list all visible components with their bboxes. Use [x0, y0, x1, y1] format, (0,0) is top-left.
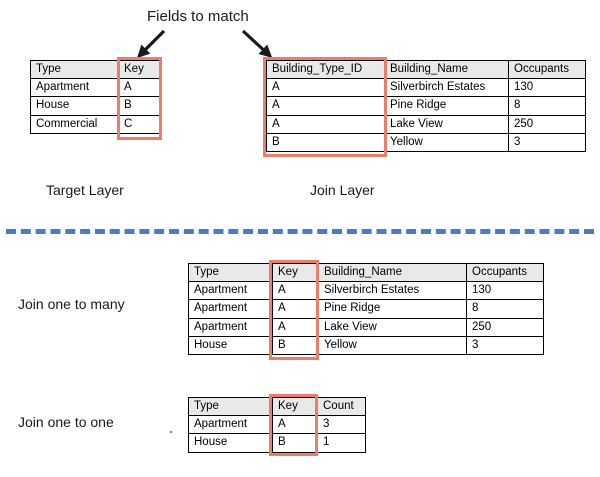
- cell-type: Apartment: [188, 281, 273, 301]
- cell-type: Apartment: [188, 415, 273, 435]
- table-header-row: Type Key Building_Name Occupants: [188, 262, 544, 283]
- column-header-occupants: Occupants: [466, 262, 544, 283]
- cell-key: B: [272, 433, 318, 453]
- join-one-to-one-table: Type Key Count Apartment A 3 House B 1: [188, 396, 366, 453]
- cell-key: A: [272, 415, 318, 435]
- table-header-row: Type Key Count: [188, 396, 366, 417]
- table-row: Apartment A Silverbirch Estates 130: [188, 281, 544, 301]
- table-row: Apartment A Lake View 250: [188, 317, 544, 337]
- cell-building-name: Lake View: [384, 114, 509, 134]
- join-layer-table: Building_Type_ID Building_Name Occupants…: [266, 59, 586, 153]
- cell-occupants: 3: [466, 335, 544, 356]
- table-row: House B Yellow 3: [188, 335, 544, 356]
- section-divider: [6, 229, 594, 234]
- join-one-to-many-table: Type Key Building_Name Occupants Apartme…: [188, 262, 544, 356]
- cell-building-name: Silverbirch Estates: [318, 281, 467, 301]
- join-layer-caption: Join Layer: [310, 182, 375, 198]
- column-header-type: Type: [188, 262, 273, 283]
- cell-type: House: [30, 96, 119, 116]
- cell-building-name: Lake View: [318, 317, 467, 337]
- table-row: House B 1: [188, 433, 366, 453]
- table-row: House B: [30, 96, 161, 116]
- arrow-to-target-key: [136, 29, 166, 59]
- arrow-to-join-key: [241, 29, 273, 58]
- cell-building-name: Silverbirch Estates: [384, 78, 509, 98]
- cell-type: Commercial: [30, 114, 119, 134]
- cell-type: House: [188, 433, 273, 453]
- stray-dot-mark: [170, 431, 172, 433]
- table-row: A Lake View 250: [266, 114, 586, 134]
- cell-occupants: 250: [466, 317, 544, 337]
- cell-count: 3: [317, 415, 366, 435]
- cell-type: Apartment: [188, 299, 273, 319]
- column-header-building-name: Building_Name: [384, 59, 509, 80]
- cell-key: B: [118, 96, 161, 116]
- table-row: Apartment A 3: [188, 415, 366, 435]
- column-header-key: Key: [272, 396, 318, 417]
- table-row: A Pine Ridge 8: [266, 96, 586, 116]
- cell-building-name: Yellow: [384, 132, 509, 153]
- cell-count: 1: [317, 433, 366, 453]
- column-header-type: Type: [30, 59, 119, 80]
- column-header-count: Count: [317, 396, 366, 417]
- target-layer-table: Type Key Apartment A House B Commercial …: [30, 59, 161, 134]
- cell-key: C: [118, 114, 161, 134]
- cell-type: House: [188, 335, 273, 356]
- cell-type: Apartment: [30, 78, 119, 98]
- join-one-to-one-caption: Join one to one: [18, 414, 114, 430]
- target-layer-caption: Target Layer: [46, 182, 124, 198]
- cell-building-type-id: B: [266, 132, 385, 153]
- fields-to-match-label: Fields to match: [147, 8, 249, 25]
- cell-key: A: [118, 78, 161, 98]
- cell-building-name: Yellow: [318, 335, 467, 356]
- cell-key: A: [272, 281, 319, 301]
- table-header-row: Building_Type_ID Building_Name Occupants: [266, 59, 586, 80]
- cell-occupants: 130: [466, 281, 544, 301]
- cell-building-type-id: A: [266, 114, 385, 134]
- column-header-building-type-id: Building_Type_ID: [266, 59, 385, 80]
- join-one-to-many-caption: Join one to many: [18, 296, 125, 312]
- table-row: Commercial C: [30, 114, 161, 134]
- cell-key: B: [272, 335, 319, 356]
- cell-key: A: [272, 299, 319, 319]
- cell-type: Apartment: [188, 317, 273, 337]
- cell-occupants: 8: [466, 299, 544, 319]
- cell-key: A: [272, 317, 319, 337]
- cell-occupants: 3: [508, 132, 586, 153]
- column-header-type: Type: [188, 396, 273, 417]
- table-row: Apartment A: [30, 78, 161, 98]
- table-row: B Yellow 3: [266, 132, 586, 153]
- column-header-building-name: Building_Name: [318, 262, 467, 283]
- cell-occupants: 250: [508, 114, 586, 134]
- table-row: A Silverbirch Estates 130: [266, 78, 586, 98]
- cell-building-name: Pine Ridge: [318, 299, 467, 319]
- cell-building-type-id: A: [266, 78, 385, 98]
- cell-building-name: Pine Ridge: [384, 96, 509, 116]
- column-header-key: Key: [118, 59, 161, 80]
- column-header-occupants: Occupants: [508, 59, 586, 80]
- column-header-key: Key: [272, 262, 319, 283]
- table-header-row: Type Key: [30, 59, 161, 80]
- cell-building-type-id: A: [266, 96, 385, 116]
- cell-occupants: 130: [508, 78, 586, 98]
- cell-occupants: 8: [508, 96, 586, 116]
- table-row: Apartment A Pine Ridge 8: [188, 299, 544, 319]
